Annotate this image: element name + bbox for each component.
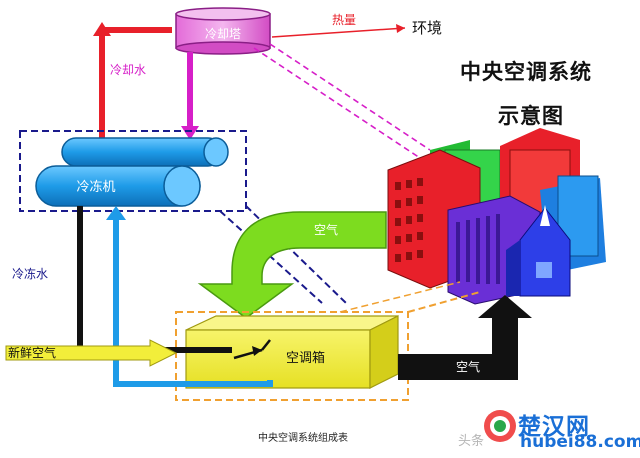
diagram-title-line1: 中央空调系统 [460, 60, 592, 84]
air-handling-unit: 空调箱 [185, 315, 399, 389]
cooling-tower-label: 冷却塔 [205, 27, 241, 41]
environment-label: 环境 [412, 19, 442, 37]
buildings [387, 128, 606, 305]
return-air-arrow: 空气 [197, 211, 387, 319]
watermark-url: hubei88.com [520, 432, 640, 452]
upper-air-label: 空气 [314, 222, 338, 237]
cooling-water-loop: 冷却水 [93, 22, 199, 140]
ahu-label: 空调箱 [286, 350, 325, 366]
watermark-logo [484, 410, 516, 442]
watermark-source: 头条 [458, 434, 485, 449]
cooling-water-label: 冷却水 [110, 63, 146, 77]
heat-flow: 热量 环境 [271, 13, 442, 38]
watermark-site-name: 楚汉网 [518, 414, 590, 440]
fresh-air-label: 新鲜空气 [8, 345, 56, 360]
lower-air-label: 空气 [456, 359, 480, 374]
heat-label: 热量 [332, 13, 356, 27]
diagram-title-line2: 示意图 [498, 104, 564, 128]
caption: 中央空调系统组成表 [258, 433, 348, 444]
chiller-label: 冷冻机 [76, 179, 115, 195]
fresh-air-flow: 新鲜空气 [5, 339, 178, 367]
tower-building-dash [253, 43, 431, 159]
cooling-tower: 冷却塔 [175, 7, 271, 55]
chilled-water-label: 冷冻水 [12, 266, 48, 281]
supply-air-arrow: 空气 [398, 295, 532, 380]
chiller-unit: 冷冻机 [19, 130, 247, 212]
